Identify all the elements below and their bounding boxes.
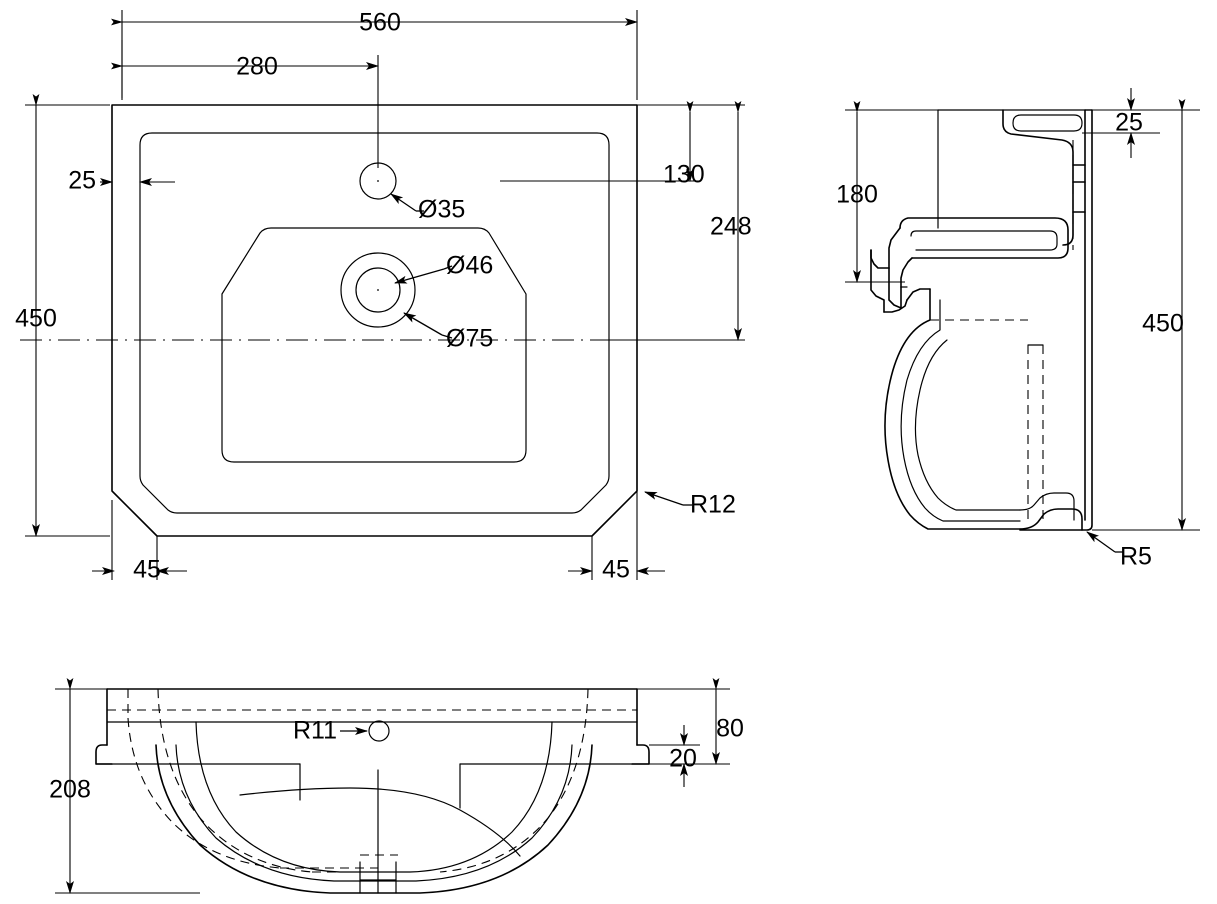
label-dia35: Ø35	[418, 196, 465, 224]
dim-450-plan-label: 450	[15, 305, 57, 333]
waste-hole	[340, 252, 416, 328]
leader-r11: R11	[293, 717, 368, 745]
dim-rim-width: 25	[68, 167, 175, 195]
section-back-wall	[1019, 109, 1093, 531]
plan-rim-inner	[139, 132, 610, 514]
leader-dia75: Ø75	[403, 312, 493, 353]
plan-bowl-opening	[221, 227, 527, 463]
label-r5: R5	[1120, 543, 1152, 571]
dim-208-label: 208	[49, 776, 91, 804]
dim-20-label: 20	[669, 745, 697, 773]
dim-tap-from-rear: 130	[500, 101, 705, 189]
dim-overall-depth: 450	[15, 94, 110, 537]
dim-20: 20	[649, 725, 700, 787]
dim-tap-offset: 280	[111, 40, 379, 168]
dim-chamfer-left: 45	[92, 500, 187, 584]
dim-130-label: 130	[663, 161, 705, 189]
dim-overall-width: 560	[111, 9, 638, 100]
tap-hole	[359, 162, 397, 200]
dim-80-label: 80	[716, 715, 744, 743]
section-view: 180 25 450 R5	[836, 88, 1200, 571]
section-left-rim-block	[870, 249, 931, 313]
dim-waste-from-rear: 248	[600, 101, 752, 341]
label-dia75: Ø75	[446, 325, 493, 353]
leader-dia35: Ø35	[390, 193, 465, 224]
dim-280-label: 280	[236, 53, 278, 81]
dim-560-label: 560	[359, 9, 401, 37]
dim-180-label: 180	[836, 181, 878, 209]
dim-450-section-label: 450	[1142, 310, 1184, 338]
overflow-hole	[368, 720, 390, 742]
dim-208: 208	[49, 678, 200, 894]
front-hidden-lines	[107, 688, 637, 873]
leader-r12: R12	[644, 491, 736, 519]
leader-dia46: Ø46	[394, 252, 493, 284]
section-bowl-wall	[884, 288, 1083, 531]
front-bowl-outline	[155, 721, 593, 894]
dim-25-plan-label: 25	[68, 167, 96, 195]
dim-248-label: 248	[710, 213, 752, 241]
front-rim	[95, 688, 650, 765]
plan-outer-body	[111, 104, 638, 537]
front-drain-block	[359, 861, 397, 894]
front-view: 208 80 20 R11	[49, 678, 744, 894]
label-r12: R12	[690, 491, 736, 519]
dim-180: 180	[836, 101, 938, 283]
label-r11: R11	[293, 717, 337, 745]
label-dia46: Ø46	[446, 252, 493, 280]
section-hidden-lines	[930, 140, 1074, 520]
dim-25-section-label: 25	[1115, 109, 1143, 137]
dim-45-right-label: 45	[602, 556, 630, 584]
dim-45-left-label: 45	[133, 556, 161, 584]
section-rim-arm	[870, 217, 1069, 288]
dim-chamfer-right: 45	[568, 420, 665, 584]
plan-view: 560 280 450 25 130	[15, 9, 752, 584]
leader-r5: R5	[1086, 531, 1152, 571]
dim-450-section: 450	[1092, 99, 1200, 531]
